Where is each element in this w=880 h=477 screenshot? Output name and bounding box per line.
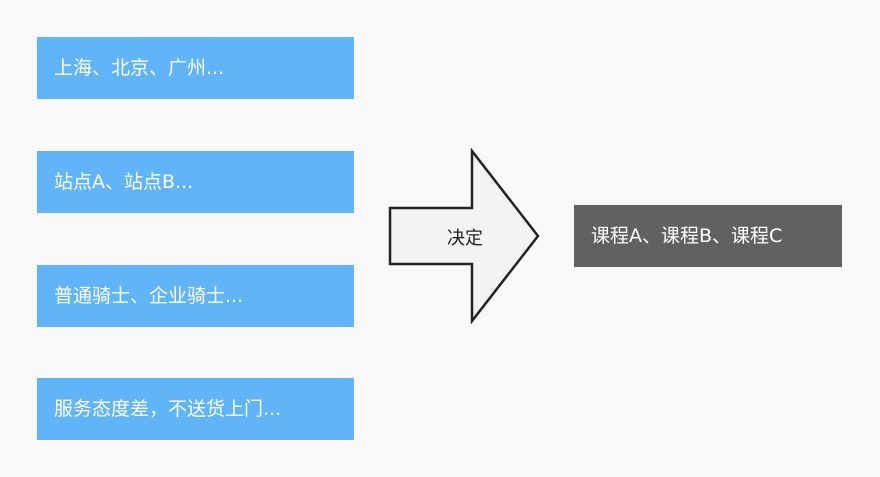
result-box-courses: 课程A、课程B、课程C — [574, 205, 842, 267]
factor-label-complaint: 服务态度差，不送货上门... — [54, 398, 282, 420]
factor-box-complaint: 服务态度差，不送货上门... — [37, 378, 354, 440]
result-label-courses: 课程A、课程B、课程C — [591, 225, 783, 247]
decision-arrow-label: 决定 — [447, 228, 483, 249]
factor-label-station: 站点A、站点B... — [54, 171, 194, 193]
factor-box-city: 上海、北京、广州... — [37, 37, 354, 99]
factor-box-station: 站点A、站点B... — [37, 151, 354, 213]
factor-label-city: 上海、北京、广州... — [54, 57, 225, 79]
factor-box-rider-type: 普通骑士、企业骑士... — [37, 265, 354, 327]
factor-label-rider-type: 普通骑士、企业骑士... — [54, 285, 244, 307]
decision-arrow-shape — [388, 148, 540, 324]
decision-arrow — [388, 148, 540, 324]
